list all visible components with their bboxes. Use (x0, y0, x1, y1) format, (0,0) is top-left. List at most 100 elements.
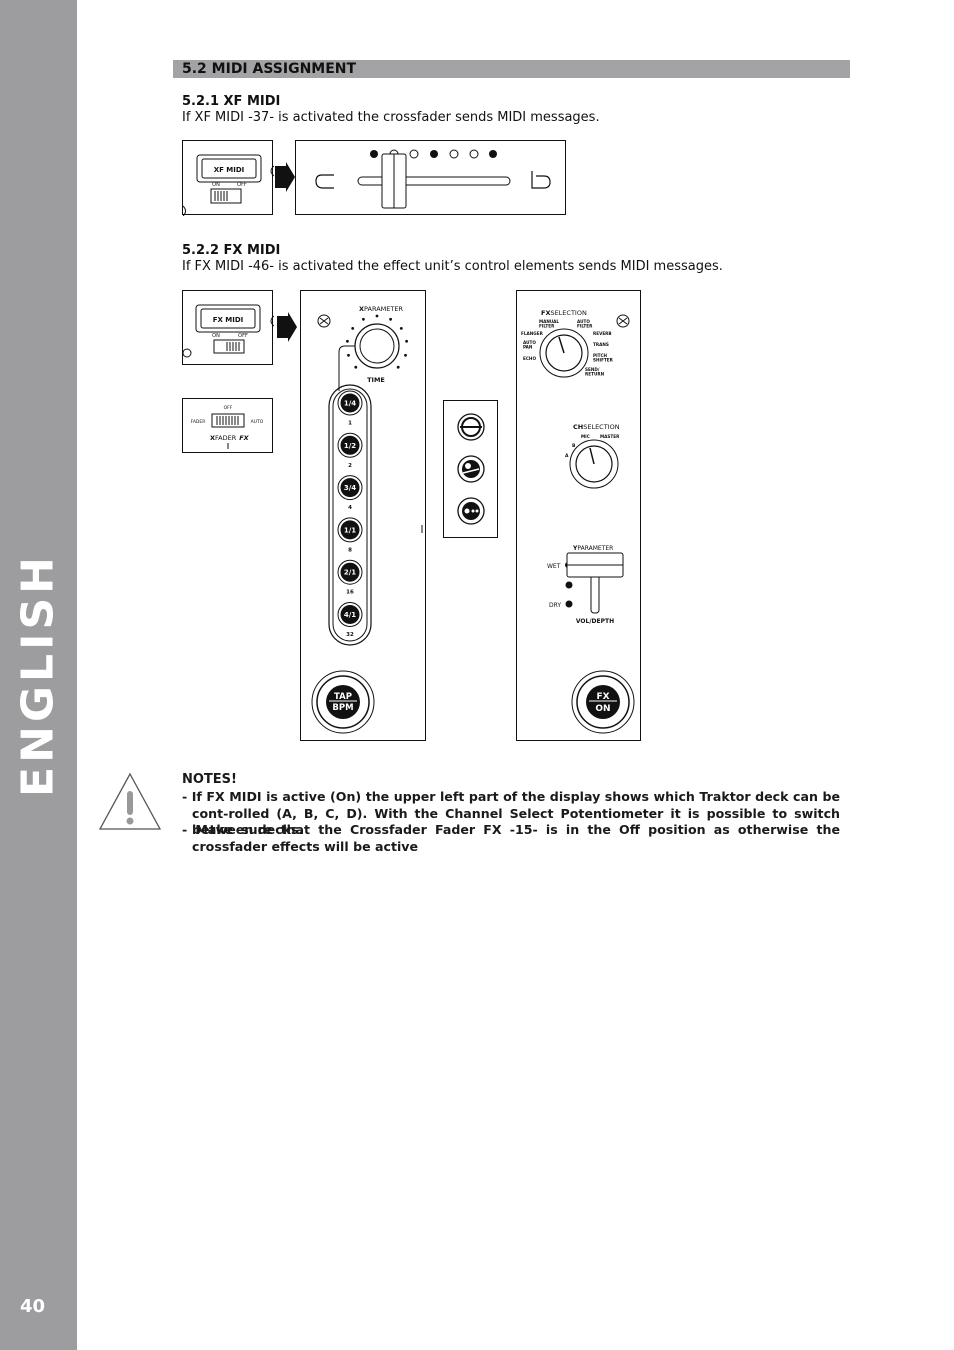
fx-on-label: ON (212, 333, 220, 339)
vol-depth-label: VOL/DEPTH (576, 618, 614, 625)
scale-dot (375, 314, 379, 318)
beat-button-2-1[interactable]: 2/1 (337, 559, 363, 585)
fx-midi-title: 5.2.2 FX MIDI (182, 243, 281, 258)
note-item: - Make sure that the Crossfader Fader FX… (182, 822, 840, 854)
x-param-prefix: X (359, 305, 364, 313)
x-parameter-knob[interactable] (354, 323, 400, 369)
section-header-bar: 5.2 MIDI ASSIGNMENT (173, 60, 850, 78)
deck-button-3[interactable] (457, 497, 485, 525)
arrow-right-icon (275, 162, 295, 192)
svg-text:FXSELECTION: FXSELECTION (541, 309, 587, 317)
ch-option-a: A (565, 453, 569, 459)
deck-button-2[interactable] (457, 455, 485, 483)
x-param-label: PARAMETER (364, 305, 403, 313)
fx-effect-label: FILTER (577, 324, 593, 329)
ch-option-master: MASTER (600, 434, 620, 439)
beat-button-label: 3/4 (344, 484, 356, 492)
beat-button-1-4[interactable]: 1/4 (337, 390, 363, 416)
xfader-auto-label: AUTO (251, 419, 264, 425)
fx-on-label-top: FX (596, 692, 609, 702)
beat-button-4-1[interactable]: 4/1 (337, 602, 363, 627)
scale-dot (404, 353, 407, 357)
fx-sel-label: SELECTION (550, 309, 587, 317)
fx-off-label: OFF (238, 333, 248, 339)
xfader-fader-word: FADER (215, 434, 237, 442)
fx-effect-label: SEND/ (585, 367, 600, 372)
x-param-scale-dots (346, 314, 408, 369)
tap-bpm-button[interactable]: TAP BPM (311, 670, 375, 734)
scale-dot (389, 317, 392, 321)
ch-option-mic: MIC (581, 434, 590, 439)
fx-effect-label: FLANGER (521, 331, 544, 336)
beat-button-1-1[interactable]: 1/1 (337, 517, 363, 543)
xf-midi-switch-label: XF MIDI (214, 166, 245, 174)
deck-a-icon (315, 174, 334, 189)
fx-effect-label: AUTO (577, 319, 590, 324)
beat-button-label: 4/1 (344, 611, 356, 619)
screw-icon (317, 314, 331, 328)
fx-sel-prefix: FX (541, 309, 550, 317)
xf-on-label: ON (212, 182, 220, 188)
xfader-fader-label: FADER (191, 419, 206, 425)
page-number: 40 (20, 1296, 46, 1317)
dry-label: DRY (549, 602, 561, 609)
fx-effect-label: MANUAL (539, 319, 559, 324)
arrow-right-icon (277, 312, 297, 342)
beat-button-label: 1/4 (344, 400, 356, 408)
svg-text:XPARAMETER: XPARAMETER (359, 305, 403, 313)
xf-midi-text: If XF MIDI -37- is activated the crossfa… (182, 110, 600, 125)
beat-button-3-4[interactable]: 3/4 (337, 475, 363, 501)
fx-selection-outer-ring (539, 328, 589, 378)
fx-midi-toggle[interactable] (213, 339, 245, 354)
scale-dot (354, 365, 358, 369)
warning-icon (98, 772, 162, 830)
scale-dot (351, 327, 355, 330)
xf-midi-toggle[interactable] (210, 188, 242, 204)
svg-text:YPARAMETER: YPARAMETER (572, 545, 613, 552)
note-item: - If FX MIDI is active (On) the upper le… (182, 789, 840, 837)
beat-value-label: 8 (348, 547, 352, 553)
fx-effect-label: PAN (523, 345, 533, 350)
beat-button-label: 1/1 (344, 526, 356, 534)
screw-icon (616, 314, 630, 328)
xfader-fx-toggle[interactable] (211, 413, 245, 428)
deck-button-1[interactable] (457, 413, 485, 441)
xfader-x-label: X (210, 434, 215, 442)
beat-button-label: 1/2 (344, 442, 356, 450)
fx-effect-label: AUTO (523, 340, 536, 345)
crossfader-figure (295, 140, 566, 215)
fx-effect-label: RETURN (585, 372, 605, 377)
scale-dot (405, 339, 408, 343)
deck-buttons-figure (443, 400, 498, 538)
fx-midi-text: If FX MIDI -46- is activated the effect … (182, 259, 723, 274)
fx-on-label-bottom: ON (595, 704, 610, 714)
section-title: 5.2 MIDI ASSIGNMENT (182, 61, 357, 77)
xfader-fx-word: FX (239, 434, 249, 442)
notes-title: NOTES! (182, 772, 237, 787)
fx-midi-switch-figure: FX MIDI ON OFF (182, 290, 274, 365)
svg-text:CHSELECTION: CHSELECTION (573, 423, 620, 431)
sidebar: ENGLISH 40 (0, 0, 77, 1350)
wet-label: WET (547, 563, 561, 570)
scale-dot (396, 365, 400, 369)
beat-value-label: 16 (346, 590, 354, 596)
fx-effect-label: TRANS (593, 342, 609, 347)
fx-on-button[interactable]: FX ON (571, 670, 635, 734)
xf-midi-title: 5.2.1 XF MIDI (182, 94, 281, 109)
language-label: ENGLISH (12, 553, 64, 797)
fx-effect-label: FILTER (539, 324, 555, 329)
xfader-off-label: OFF (224, 405, 233, 411)
y-param-prefix: Y (572, 545, 578, 552)
bpm-label: BPM (332, 703, 353, 713)
ch-option-b: B (572, 443, 576, 449)
tap-label: TAP (334, 692, 352, 702)
beat-value-label: 32 (346, 632, 354, 638)
time-label: TIME (367, 376, 385, 384)
beat-button-1-2[interactable]: 1/2 (337, 432, 363, 458)
ch-selection-outer-ring (569, 439, 619, 489)
scale-dot (346, 339, 349, 343)
